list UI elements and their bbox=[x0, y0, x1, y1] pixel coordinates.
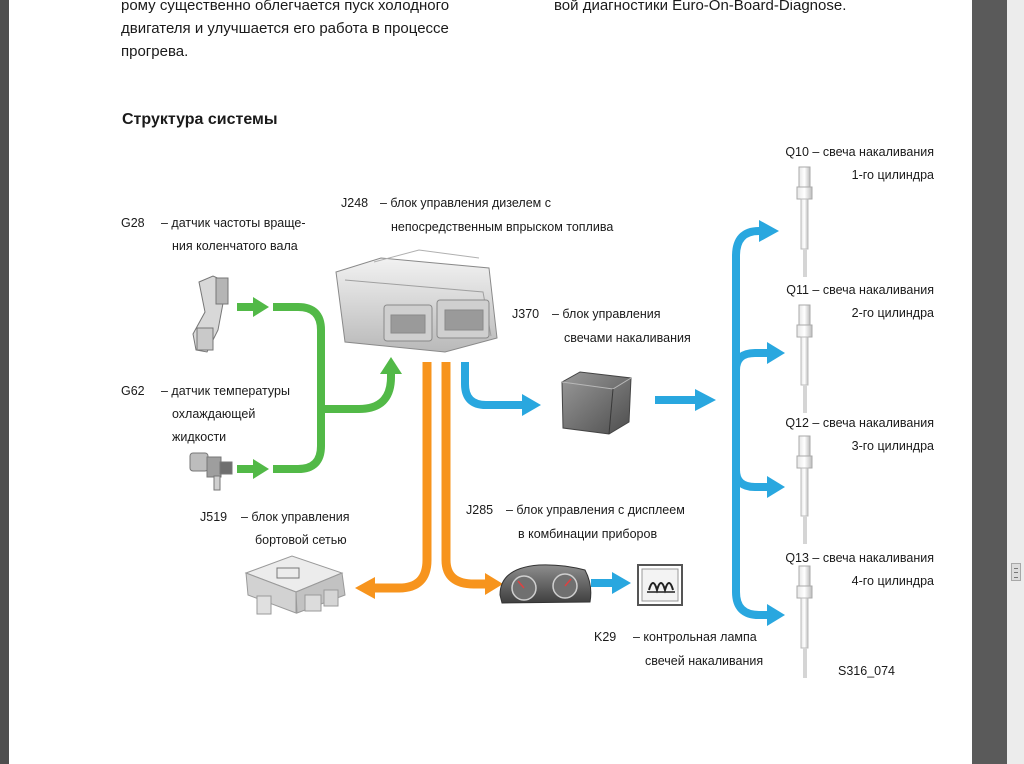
arrow-head-q13 bbox=[767, 604, 785, 626]
j519-label-line-2: бортовой сетью bbox=[255, 533, 347, 547]
q10-label-line-2: 1-го цилиндра bbox=[851, 168, 934, 182]
j519-control-unit-image bbox=[244, 555, 346, 615]
j248-label-line-1: – блок управления дизелем с bbox=[380, 196, 551, 210]
q13-label-line-2: 4-го цилиндра bbox=[851, 574, 934, 588]
q11-label-line-2: 2-го цилиндра bbox=[851, 306, 934, 320]
g62-code: G62 bbox=[121, 384, 145, 398]
intro-left-line-1: рому существенно облегчается пуск холодн… bbox=[121, 0, 450, 14]
j285-label-line-2: в комбинации приборов bbox=[518, 527, 658, 541]
glow-plug-q10-image bbox=[796, 166, 813, 277]
k29-code: K29 bbox=[594, 630, 617, 644]
k29-label-line-2: свечей накаливания bbox=[645, 654, 764, 668]
j248-code: J248 bbox=[341, 196, 369, 210]
arrow-head-g28 bbox=[253, 297, 269, 317]
arrow-head-g62 bbox=[253, 459, 269, 479]
g62-label-line-3: жидкости bbox=[172, 430, 227, 444]
j370-code: J370 bbox=[512, 307, 540, 321]
g28-code: G28 bbox=[121, 216, 145, 230]
j370-label-line-1: – блок управления bbox=[552, 307, 661, 321]
j370-glow-control-unit-image bbox=[561, 371, 632, 435]
glow-plug-q13-image bbox=[796, 565, 813, 678]
intro-left-line-2: двигателя и улучшается его работа в проц… bbox=[121, 20, 449, 37]
g28-crankshaft-sensor-image bbox=[192, 275, 229, 353]
arrow-head-to-j370 bbox=[522, 394, 541, 416]
j248-ecu-image bbox=[335, 249, 498, 353]
q11-label-line-1: Q11 – свеча накаливания bbox=[786, 283, 934, 297]
arrow-head-to-j285 bbox=[485, 573, 503, 595]
glow-plug-q11-image bbox=[796, 304, 813, 413]
system-structure-diagram bbox=[189, 166, 813, 678]
g62-label-line-1: – датчик температуры bbox=[161, 384, 290, 398]
databus-arrows bbox=[375, 362, 485, 593]
j285-instrument-cluster-image bbox=[499, 564, 592, 604]
q12-label-line-1: Q12 – свеча накаливания bbox=[785, 416, 934, 430]
document-page: рому существенно облегчается пуск холодн… bbox=[9, 0, 972, 764]
arrow-head-to-j519 bbox=[355, 577, 375, 599]
intro-left-line-3: прогрева. bbox=[121, 43, 189, 60]
figure-id: S316_074 bbox=[838, 664, 896, 678]
vertical-scrollbar[interactable] bbox=[1007, 0, 1024, 764]
g62-label-line-2: охлаждающей bbox=[172, 407, 256, 421]
arrow-head-q10 bbox=[759, 220, 779, 242]
arrow-head-from-j370 bbox=[695, 389, 716, 411]
q10-label-line-1: Q10 – свеча накаливания bbox=[785, 145, 934, 159]
g28-label-line-1: – датчик частоты враще- bbox=[161, 216, 306, 230]
arrow-head-q12 bbox=[767, 476, 785, 498]
section-title: Структура системы bbox=[122, 111, 278, 128]
j248-label-line-2: непосредственным впрыском топлива bbox=[391, 220, 614, 234]
j519-label-line-1: – блок управления bbox=[241, 510, 350, 524]
intro-right-line-1: вой диагностики Euro-On-Board-Diagnose. bbox=[554, 0, 847, 14]
j519-code: J519 bbox=[200, 510, 228, 524]
k29-label-line-1: – контрольная лампа bbox=[633, 630, 757, 644]
grip-icon bbox=[1014, 568, 1018, 578]
arrow-head-to-ecu bbox=[380, 357, 402, 374]
j370-label-line-2: свечами накаливания bbox=[564, 331, 691, 345]
g28-label-line-2: ния коленчатого вала bbox=[172, 239, 298, 253]
scrollbar-thumb[interactable] bbox=[1011, 563, 1021, 581]
sensor-signal-arrows bbox=[237, 303, 395, 473]
q13-label-line-1: Q13 – свеча накаливания bbox=[785, 551, 934, 565]
j285-code: J285 bbox=[466, 503, 494, 517]
g62-coolant-sensor-image bbox=[189, 452, 233, 491]
arrow-head-to-k29 bbox=[612, 572, 631, 594]
glow-control-arrows bbox=[461, 227, 767, 619]
j285-label-line-1: – блок управления с дисплеем bbox=[506, 503, 685, 517]
viewer-left-edge bbox=[0, 0, 9, 764]
arrow-head-q11 bbox=[767, 342, 785, 364]
q12-label-line-2: 3-го цилиндра bbox=[851, 439, 934, 453]
k29-glow-lamp-icon bbox=[637, 564, 683, 606]
glow-plug-q12-image bbox=[796, 435, 813, 544]
